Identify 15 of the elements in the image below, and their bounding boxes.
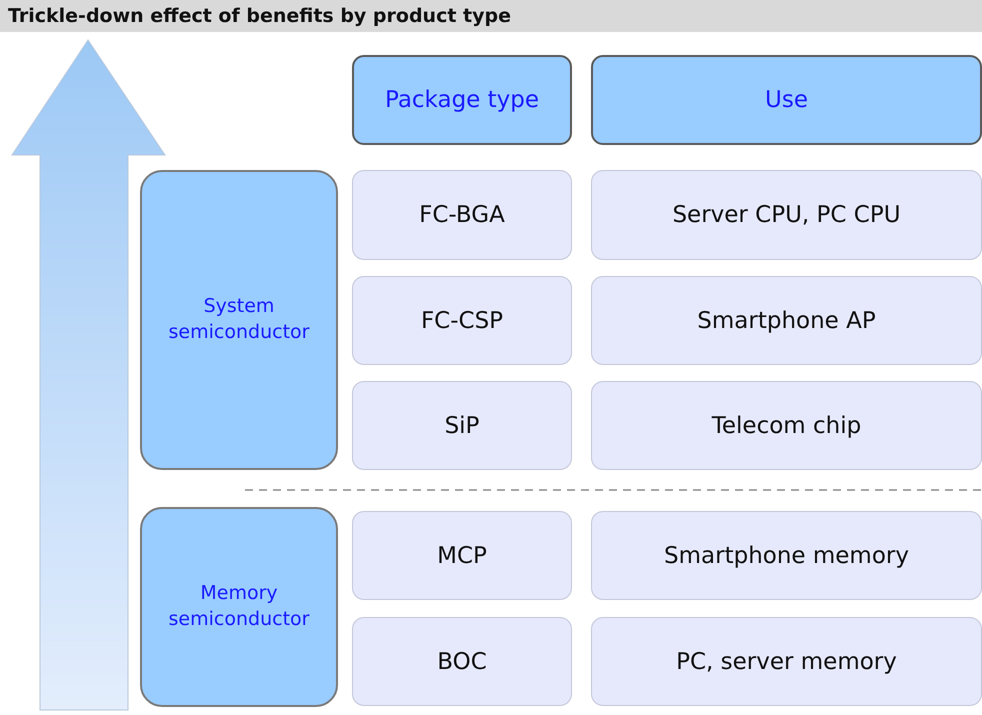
- use-cell: PC, server memory: [591, 617, 982, 706]
- use-cell: Server CPU, PC CPU: [591, 170, 982, 260]
- use-cell: Telecom chip: [591, 381, 982, 470]
- package-cell: SiP: [352, 381, 572, 470]
- category-box: System semiconductor: [140, 170, 338, 470]
- package-cell: FC-BGA: [352, 170, 572, 260]
- package-cell: BOC: [352, 617, 572, 706]
- package-cell: FC-CSP: [352, 276, 572, 365]
- header-box: Use: [591, 55, 982, 145]
- use-cell: Smartphone memory: [591, 511, 982, 600]
- category-box: Memory semiconductor: [140, 507, 338, 707]
- use-cell: Smartphone AP: [591, 276, 982, 365]
- package-cell: MCP: [352, 511, 572, 600]
- header-box: Package type: [352, 55, 572, 145]
- title: Trickle-down effect of benefits by product type: [8, 5, 511, 27]
